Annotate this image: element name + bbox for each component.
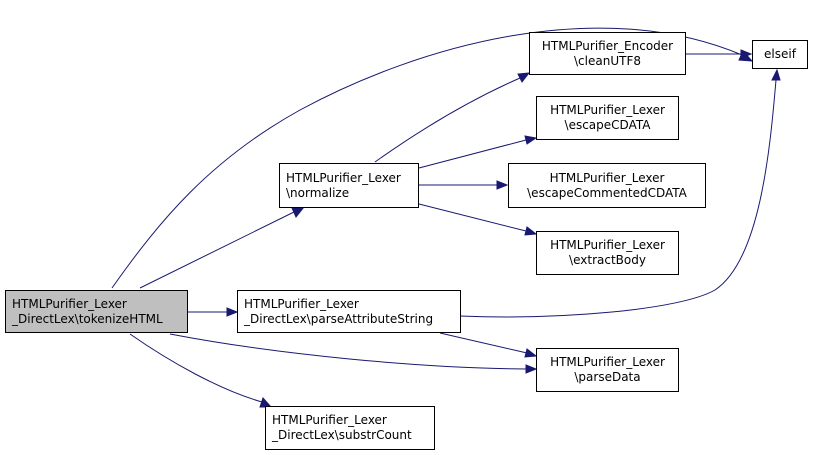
edge-tokenize-parseattr-arrow <box>226 307 239 317</box>
node-escape-commented-cdata-line1: HTMLPurifier_Lexer <box>549 170 665 185</box>
edge-normalize-cleanutf8-arrow <box>517 72 531 83</box>
node-normalize[interactable]: HTMLPurifier_Lexer \normalize <box>279 163 419 208</box>
node-parse-data[interactable]: HTMLPurifier_Lexer \parseData <box>536 348 679 392</box>
edge-normalize-cleanutf8 <box>374 77 521 163</box>
edge-normalize-escapecomm-arrow <box>496 180 509 190</box>
node-tokenize-html[interactable]: HTMLPurifier_Lexer _DirectLex\tokenizeHT… <box>5 290 188 333</box>
edge-tokenize-parsedata <box>169 333 527 370</box>
node-parse-data-line2: \parseData <box>574 370 641 384</box>
node-substr-count-line1: HTMLPurifier_Lexer <box>272 413 387 427</box>
node-tokenize-html-line2: _DirectLex\tokenizeHTML <box>12 311 163 326</box>
node-escape-cdata-line1: HTMLPurifier_Lexer <box>550 103 665 117</box>
edge-normalize-extractbody <box>418 203 527 232</box>
node-parse-data-line1: HTMLPurifier_Lexer <box>550 355 665 369</box>
node-escape-cdata[interactable]: HTMLPurifier_Lexer \escapeCDATA <box>536 96 679 140</box>
node-extract-body-line2: \extractBody <box>569 253 646 267</box>
edge-parseattr-elseif-arrow <box>771 68 781 81</box>
edge-normalize-escapecdata-arrow <box>524 135 538 145</box>
node-escape-commented-cdata[interactable]: HTMLPurifier_Lexer \escapeCommentedCDATA <box>508 163 706 208</box>
node-clean-utf8[interactable]: HTMLPurifier_Encoder \cleanUTF8 <box>529 32 686 75</box>
node-extract-body-line1: HTMLPurifier_Lexer <box>550 238 665 252</box>
node-escape-cdata-line2: \escapeCDATA <box>564 118 651 132</box>
edge-parseattr-parsedata-arrow <box>524 348 538 358</box>
node-clean-utf8-line1: HTMLPurifier_Encoder <box>541 38 674 53</box>
node-escape-commented-cdata-line2: \escapeCommentedCDATA <box>527 185 687 200</box>
node-elseif[interactable]: elseif <box>752 40 808 69</box>
edge-tokenize-normalize <box>139 211 295 289</box>
node-substr-count[interactable]: HTMLPurifier_Lexer _DirectLex\substrCoun… <box>265 406 435 450</box>
edge-normalize-extractbody-arrow <box>524 226 538 236</box>
node-tokenize-html-line1: HTMLPurifier_Lexer <box>12 296 127 311</box>
node-parse-attribute-string-line2: _DirectLex\parseAttributeString <box>244 311 434 326</box>
edge-tokenize-substr <box>129 333 263 403</box>
edge-parseattr-parsedata <box>439 332 528 354</box>
node-substr-count-line2: _DirectLex\substrCount <box>272 428 412 442</box>
edge-tokenize-parsedata-arrow <box>525 364 538 374</box>
node-elseif-label: elseif <box>764 47 796 61</box>
edge-tokenize-elseif <box>111 27 743 289</box>
edge-normalize-escapecdata <box>418 139 527 169</box>
node-normalize-line1: HTMLPurifier_Lexer <box>286 170 401 185</box>
node-clean-utf8-line2: \cleanUTF8 <box>574 53 641 68</box>
edge-cleanutf8-elseif-arrow <box>740 49 753 59</box>
node-extract-body[interactable]: HTMLPurifier_Lexer \extractBody <box>536 231 679 275</box>
edge-parseattr-elseif <box>459 79 777 318</box>
node-parse-attribute-string[interactable]: HTMLPurifier_Lexer _DirectLex\parseAttri… <box>237 290 461 333</box>
node-parse-attribute-string-line1: HTMLPurifier_Lexer <box>244 296 359 311</box>
edge-tokenize-normalize-arrow <box>291 206 306 218</box>
node-normalize-line2: \normalize <box>286 185 350 200</box>
